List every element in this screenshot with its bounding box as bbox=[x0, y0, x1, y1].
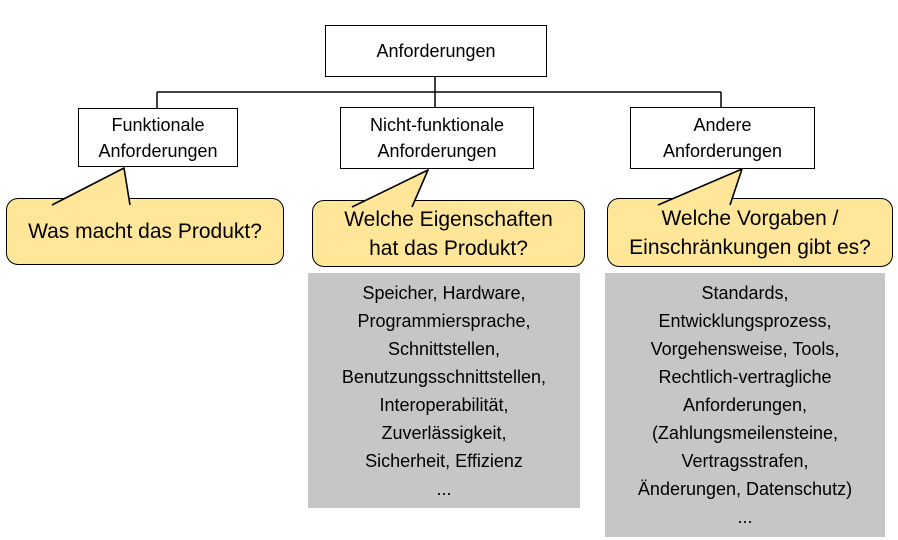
child-box-label-line: Andere bbox=[693, 115, 752, 135]
details-line: Entwicklungsprozess, bbox=[658, 311, 832, 331]
callout-text-line: hat das Produkt? bbox=[369, 236, 528, 260]
child-box-label-line: Funktionale bbox=[111, 114, 205, 135]
details-nicht-funktionale: Speicher, Hardware, Programmiersprache, … bbox=[308, 273, 580, 508]
details-line: Änderungen, Datenschutz) bbox=[637, 479, 853, 499]
callout-text-line: Welche Eigenschaften bbox=[344, 207, 553, 231]
callout-text-line: Einschränkungen gibt es? bbox=[629, 235, 871, 259]
details-line: Vorgehensweise, Tools, bbox=[650, 339, 840, 359]
details-line: Standards, bbox=[701, 283, 789, 303]
callout-text-line: Was macht das Produkt? bbox=[28, 220, 262, 243]
callout-nicht-funktionale-question: Welche Eigenschaften hat das Produkt? bbox=[312, 200, 585, 267]
details-line: (Zahlungsmeilensteine, bbox=[651, 423, 839, 443]
details-line: Rechtlich-vertragliche bbox=[658, 367, 832, 387]
details-line: Vertragsstrafen, bbox=[681, 451, 809, 471]
child-box-andere: Andere Anforderungen bbox=[630, 107, 815, 169]
details-line: Zuverlässigkeit, bbox=[381, 423, 507, 443]
child-box-nicht-funktionale: Nicht-funktionale Anforderungen bbox=[340, 107, 534, 169]
root-box-label: Anforderungen bbox=[376, 41, 496, 61]
details-line: Speicher, Hardware, bbox=[362, 283, 526, 303]
child-box-label-line: Anforderungen bbox=[377, 141, 497, 161]
callout-text-line: Welche Vorgaben / bbox=[661, 206, 839, 230]
callout-andere-question: Welche Vorgaben / Einschränkungen gibt e… bbox=[607, 198, 893, 267]
details-line: Anforderungen, bbox=[682, 395, 808, 415]
details-line: Schnittstellen, bbox=[387, 339, 501, 359]
details-line: Sicherheit, Effizienz bbox=[365, 451, 523, 471]
details-line: Programmiersprache, bbox=[357, 311, 531, 331]
details-line: ... bbox=[737, 507, 753, 527]
root-box-anforderungen: Anforderungen bbox=[325, 25, 547, 77]
child-box-funktionale: Funktionale Anforderungen bbox=[78, 108, 238, 167]
callout-funktionale-question: Was macht das Produkt? bbox=[6, 198, 284, 265]
details-line: ... bbox=[436, 479, 452, 499]
child-box-label-line: Nicht-funktionale bbox=[369, 115, 505, 135]
details-line: Benutzungsschnittstellen, bbox=[341, 367, 547, 387]
child-box-label-line: Anforderungen bbox=[662, 141, 783, 161]
child-box-label-line: Anforderungen bbox=[98, 140, 218, 161]
details-line: Interoperabilität, bbox=[379, 395, 509, 415]
details-andere: Standards, Entwicklungsprozess, Vorgehen… bbox=[605, 273, 885, 537]
